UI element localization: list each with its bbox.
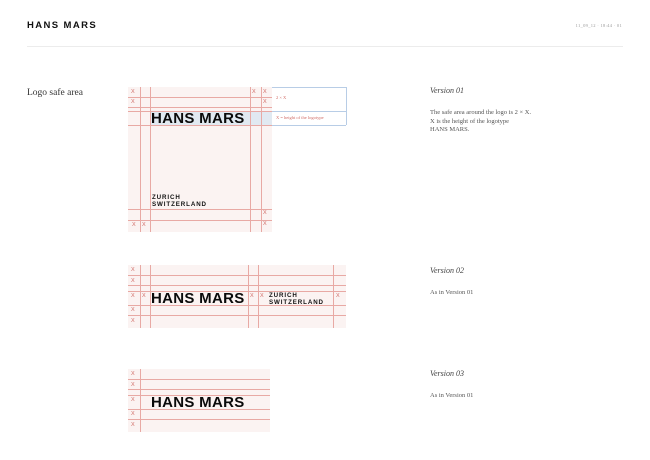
version-02-title: Version 02 (430, 266, 464, 275)
safe-area-marker: X (263, 210, 267, 216)
x-height-guide (346, 87, 347, 125)
diagram-version-03: X X X X X HANS MARS (128, 369, 270, 432)
logotype-height-band (150, 111, 272, 125)
safe-area-marker: X (336, 293, 340, 299)
safe-area-marker: X (250, 293, 254, 299)
safe-area-marker: X (263, 99, 267, 105)
logotype: HANS MARS (151, 110, 245, 127)
logotype: HANS MARS (151, 290, 245, 307)
location-text: ZURICH SWITZERLAND (269, 292, 324, 307)
safe-area-marker: X (131, 307, 135, 313)
version-03-description: As in Version 01 (430, 392, 474, 399)
safe-area-marker: X (252, 89, 256, 95)
diagram-version-01: X X X X X X X X X HANS MARS ZURICH SWITZ… (128, 87, 272, 232)
safe-area-marker: X (142, 293, 146, 299)
header-divider (27, 46, 623, 47)
logotype: HANS MARS (151, 394, 245, 411)
location-text: ZURICH SWITZERLAND (152, 194, 207, 209)
version-02-description: As in Version 01 (430, 289, 474, 296)
version-01-description: The safe area around the logo is 2 × X. … (430, 109, 532, 133)
two-x-annotation: 2 × X (276, 95, 287, 100)
document-meta: 11_09_12 · 18:44 · 01 (575, 23, 622, 28)
brand-wordmark: HANS MARS (27, 20, 98, 31)
x-height-guide (272, 87, 346, 88)
safe-area-marker: X (131, 293, 135, 299)
version-01-title: Version 01 (430, 86, 464, 95)
x-definition-annotation: X = height of the logotype (276, 115, 324, 120)
x-height-guide (272, 111, 346, 112)
safe-area-marker: X (260, 293, 264, 299)
safe-area-marker: X (131, 89, 135, 95)
safe-area-marker: X (142, 222, 146, 228)
safe-area-marker: X (131, 397, 135, 403)
safe-area-marker: X (131, 318, 135, 324)
safe-area-marker: X (131, 99, 135, 105)
safe-area-marker: X (131, 411, 135, 417)
safe-area-marker: X (131, 278, 135, 284)
x-height-guide (272, 125, 346, 126)
safe-area-marker: X (131, 371, 135, 377)
safe-area-marker: X (263, 221, 267, 227)
safe-area-marker: X (132, 222, 136, 228)
diagram-version-02: X X X X X X X X X HANS MARS ZURICH SWITZ… (128, 265, 346, 328)
safe-area-marker: X (131, 422, 135, 428)
section-title: Logo safe area (27, 88, 83, 98)
safe-area-marker: X (131, 382, 135, 388)
safe-area-marker: X (263, 89, 267, 95)
safe-area-marker: X (131, 267, 135, 273)
version-03-title: Version 03 (430, 369, 464, 378)
